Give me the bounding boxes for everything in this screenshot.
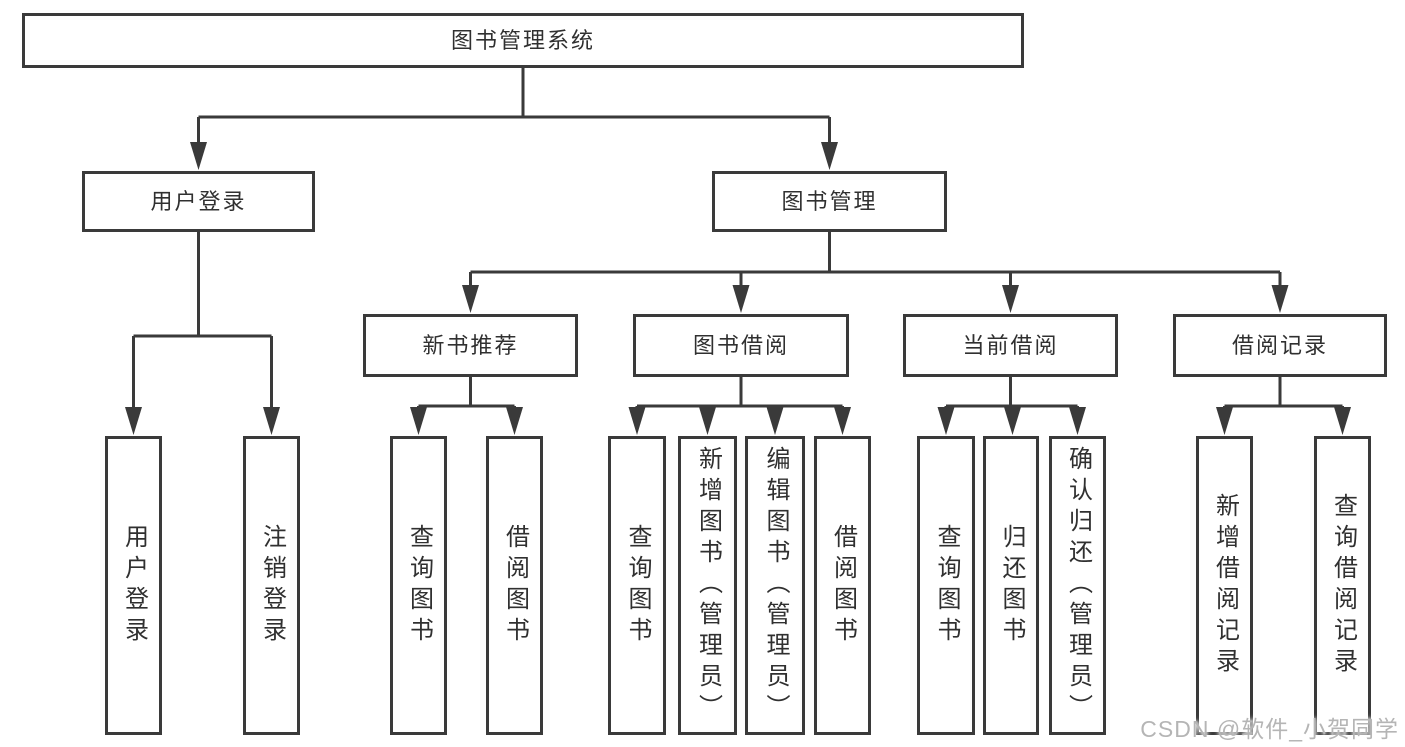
leaf-confirm-return-admin: 确认归还（管理员） bbox=[1049, 436, 1106, 735]
leaf-logout: 注销登录 bbox=[243, 436, 300, 735]
node-current-borrow: 当前借阅 bbox=[903, 314, 1118, 377]
leaf-return-book: 归还图书 bbox=[983, 436, 1039, 735]
node-borrow-record: 借阅记录 bbox=[1173, 314, 1387, 377]
leaf-current-query-books-label: 查询图书 bbox=[933, 523, 960, 648]
node-book-borrow: 图书借阅 bbox=[633, 314, 849, 377]
node-book-management: 图书管理 bbox=[712, 171, 947, 232]
leaf-user-login: 用户登录 bbox=[105, 436, 162, 735]
leaf-edit-book-admin-label: 编辑图书（管理员） bbox=[762, 446, 789, 725]
leaf-query-borrow-record-label: 查询借阅记录 bbox=[1329, 492, 1357, 679]
leaf-borrow-query-books: 查询图书 bbox=[608, 436, 666, 735]
leaf-borrow-query-books-label: 查询图书 bbox=[624, 523, 651, 648]
node-user-login: 用户登录 bbox=[82, 171, 315, 232]
leaf-confirm-return-admin-label: 确认归还（管理员） bbox=[1064, 446, 1092, 725]
leaf-add-book-admin: 新增图书（管理员） bbox=[678, 436, 737, 735]
leaf-edit-book-admin: 编辑图书（管理员） bbox=[745, 436, 805, 735]
leaf-add-borrow-record: 新增借阅记录 bbox=[1196, 436, 1253, 735]
node-new-book-recommend: 新书推荐 bbox=[363, 314, 578, 377]
leaf-query-borrow-record: 查询借阅记录 bbox=[1314, 436, 1371, 735]
leaf-current-query-books: 查询图书 bbox=[917, 436, 975, 735]
node-root: 图书管理系统 bbox=[22, 13, 1024, 68]
leaf-newbook-query-books-label: 查询图书 bbox=[405, 523, 433, 648]
leaf-add-book-admin-label: 新增图书（管理员） bbox=[694, 446, 722, 725]
leaf-newbook-borrow-books: 借阅图书 bbox=[486, 436, 543, 735]
leaf-add-borrow-record-label: 新增借阅记录 bbox=[1211, 492, 1239, 679]
leaf-logout-label: 注销登录 bbox=[258, 523, 286, 648]
leaf-newbook-borrow-books-label: 借阅图书 bbox=[501, 523, 529, 648]
leaf-user-login-label: 用户登录 bbox=[120, 523, 148, 648]
leaf-newbook-query-books: 查询图书 bbox=[390, 436, 447, 735]
leaf-borrow-book-label: 借阅图书 bbox=[829, 523, 857, 648]
leaf-borrow-book: 借阅图书 bbox=[814, 436, 871, 735]
leaf-return-book-label: 归还图书 bbox=[998, 523, 1025, 648]
